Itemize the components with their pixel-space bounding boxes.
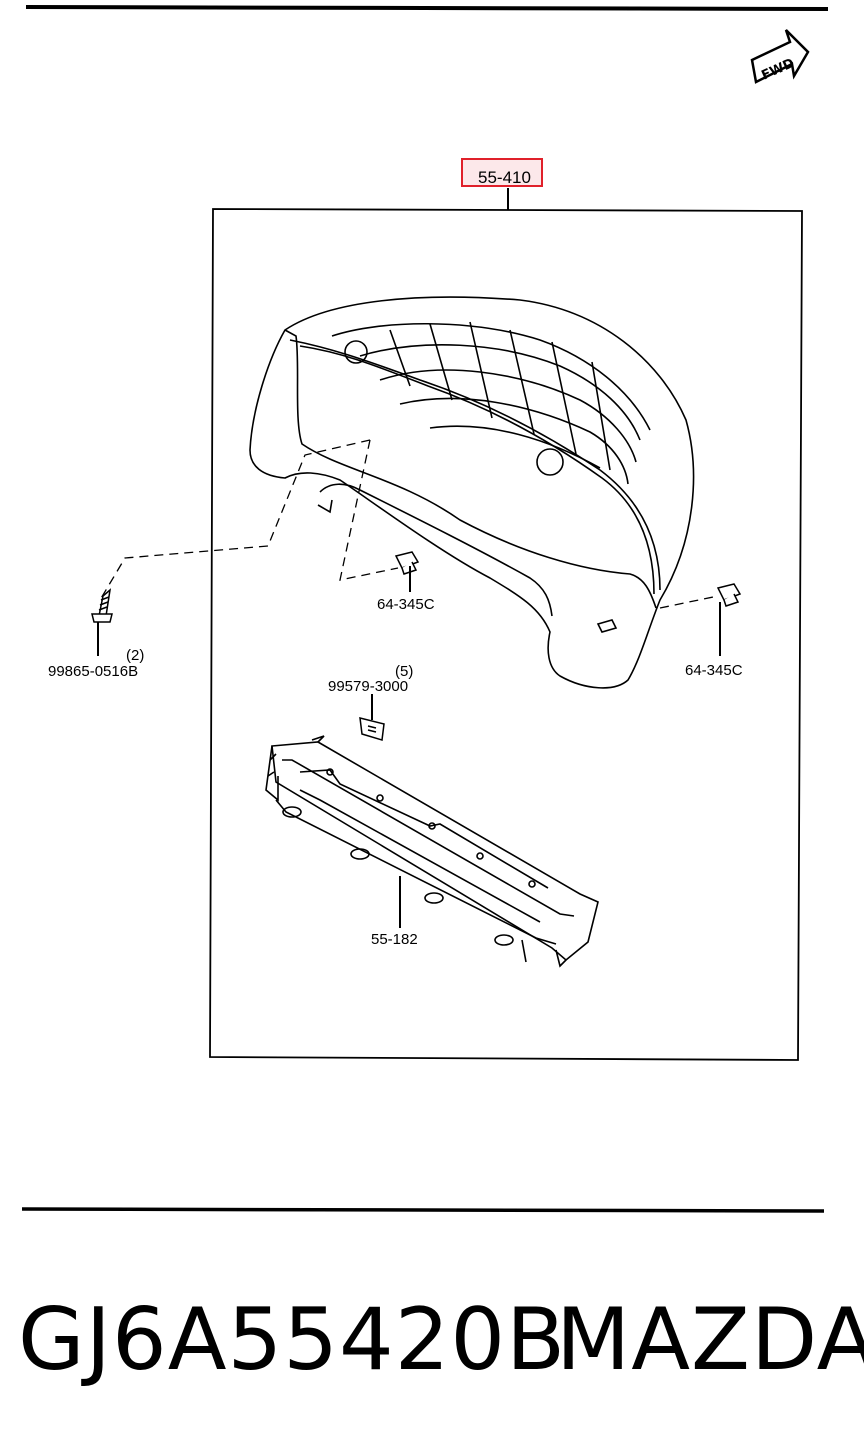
label-caution-qty: (5)	[395, 663, 413, 680]
caution-label-icon	[359, 717, 385, 741]
label-screw-qty: (2)	[126, 647, 144, 664]
clip-center-icon	[394, 551, 420, 575]
label-caution-part: 99579-3000	[328, 678, 408, 695]
top-rule	[25, 5, 829, 11]
bottom-rule	[21, 1207, 825, 1213]
assembly-frame	[209, 208, 803, 1061]
callout-main-part: 55-410	[478, 168, 531, 187]
label-bracket: 55-182	[371, 931, 418, 948]
fwd-arrow-icon: FWD	[750, 29, 810, 84]
highlight-box[interactable]	[461, 158, 543, 187]
footer-brand: MAZDA	[556, 1290, 864, 1390]
label-clip-center: 64-345C	[377, 596, 435, 613]
label-screw-part: 99865-0516B	[48, 663, 138, 680]
clip-right-icon	[716, 583, 742, 607]
footer-part-number: GJ6A55420B	[18, 1290, 567, 1390]
screw-icon	[91, 588, 113, 623]
bracket-icon	[265, 735, 599, 968]
label-clip-right: 64-345C	[685, 662, 743, 679]
footer: GJ6A55420B MAZDA	[0, 1290, 864, 1400]
meter-hood	[249, 296, 695, 689]
dashed-leaders	[99, 439, 719, 609]
